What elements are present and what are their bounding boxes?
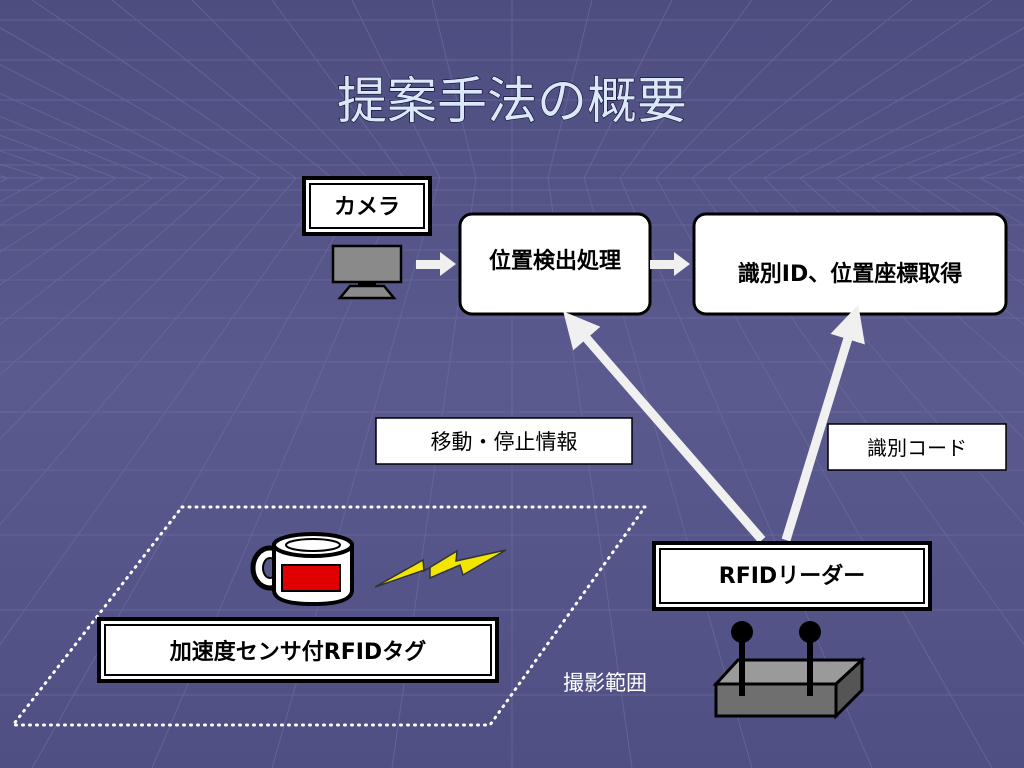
lightning-icon xyxy=(374,549,507,588)
result-box-label: 識別ID、位置座標取得 xyxy=(738,261,962,287)
mug-icon xyxy=(250,532,354,607)
idcode-label: 識別コード xyxy=(867,436,967,460)
reader-label-box: RFIDリーダー xyxy=(652,541,932,611)
reader-label: RFIDリーダー xyxy=(719,563,865,589)
arrow-camera-to-process xyxy=(416,252,456,276)
page-title: 提案手法の概要 xyxy=(337,72,687,130)
process-box: 位置検出処理 xyxy=(458,212,652,316)
tag-label: 加速度センサ付RFIDタグ xyxy=(169,639,426,665)
process-box-label: 位置検出処理 xyxy=(489,248,621,274)
monitor-icon xyxy=(331,244,403,300)
arrow-reader-to-result xyxy=(781,304,865,542)
motion-info-box: 移動・停止情報 xyxy=(375,417,633,465)
rfid-reader-icon xyxy=(712,621,866,720)
tag-label-box: 加速度センサ付RFIDタグ xyxy=(97,617,499,683)
arrow-process-to-result xyxy=(650,252,690,276)
motion-info-label: 移動・停止情報 xyxy=(431,430,578,454)
camera-label: カメラ xyxy=(334,195,400,220)
idcode-box: 識別コード xyxy=(827,423,1007,471)
capture-area xyxy=(9,505,648,727)
capture-area-label: 撮影範囲 xyxy=(563,671,647,695)
camera-label-box: カメラ xyxy=(302,176,432,236)
result-box: 識別ID、位置座標取得 xyxy=(692,212,1008,316)
arrow-reader-to-process xyxy=(563,311,766,543)
